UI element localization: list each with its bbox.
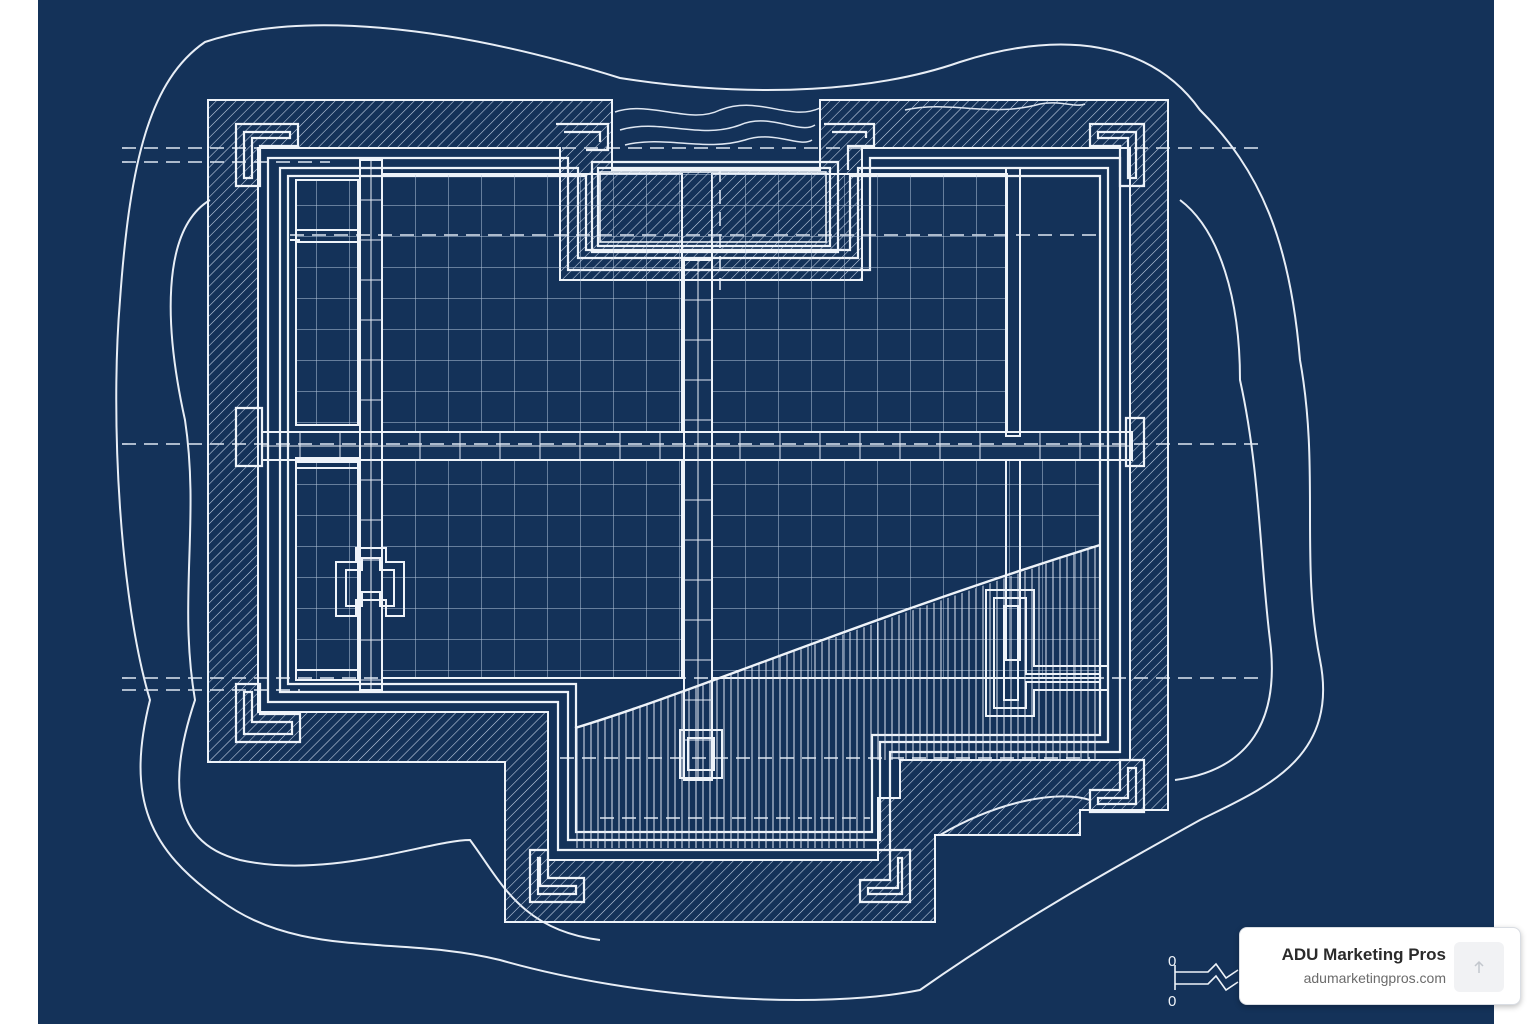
- upload-arrow-icon: [1474, 960, 1484, 973]
- scale-bar-label-bottom: 0: [1168, 993, 1176, 1010]
- brand-name: ADU Marketing Pros: [1281, 945, 1446, 964]
- scale-bar-label-top: 0: [1168, 953, 1176, 970]
- corner-brackets: [234, 122, 1146, 904]
- brand-url[interactable]: adumarketingpros.com: [1303, 970, 1446, 986]
- scale-bar: [1174, 962, 1239, 992]
- beam-ticks: [299, 199, 1081, 741]
- pillars: [290, 229, 1109, 779]
- brand-card[interactable]: ADU Marketing Pros adumarketingpros.com: [1239, 927, 1521, 1005]
- site-boundary-lines: [115, 24, 1325, 1001]
- beams: [261, 159, 1133, 781]
- brand-logo: [1454, 942, 1504, 992]
